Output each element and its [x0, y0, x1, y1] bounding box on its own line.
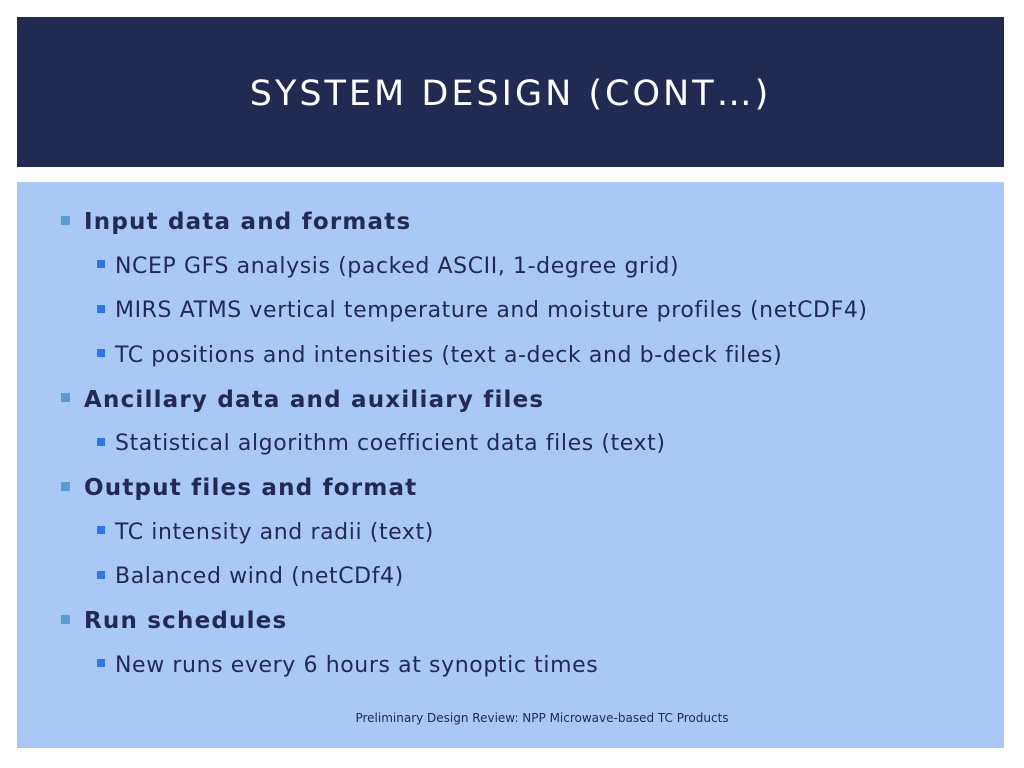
sub-bullet-item: MIRS ATMS vertical temperature and moist… — [17, 289, 1004, 334]
sub-bullet-item: Statistical algorithm coefficient data f… — [17, 422, 1004, 467]
title-bar: System Design (cont…) — [17, 17, 1004, 167]
square-bullet-icon — [97, 304, 105, 313]
sub-bullet-text: TC intensity and radii (text) — [115, 519, 434, 545]
section-output-files: Output files and format TC intensity and… — [17, 466, 1004, 599]
square-bullet-icon — [97, 526, 105, 535]
sub-bullet-text: Statistical algorithm coefficient data f… — [115, 431, 666, 457]
slide-title: System Design (cont…) — [249, 74, 772, 114]
square-bullet-icon — [97, 349, 105, 358]
content-box: Input data and formats NCEP GFS analysis… — [17, 182, 1004, 748]
square-bullet-icon — [97, 437, 105, 446]
section-run-schedules: Run schedules New runs every 6 hours at … — [17, 599, 1004, 688]
sub-bullet-item: TC positions and intensities (text a-dec… — [17, 333, 1004, 378]
bullet-list: Input data and formats NCEP GFS analysis… — [17, 200, 1004, 688]
sub-bullet-text: NCEP GFS analysis (packed ASCII, 1-degre… — [115, 253, 680, 279]
sub-bullet-item: New runs every 6 hours at synoptic times — [17, 643, 1004, 688]
square-bullet-icon — [97, 570, 105, 579]
square-bullet-icon — [97, 659, 105, 668]
section-heading: Output files and format — [84, 475, 418, 501]
section-ancillary-data: Ancillary data and auxiliary files Stati… — [17, 378, 1004, 467]
square-bullet-icon — [61, 481, 70, 491]
bullet-item: Output files and format — [17, 466, 1004, 510]
square-bullet-icon — [61, 393, 70, 402]
bullet-item: Ancillary data and auxiliary files — [17, 378, 1004, 422]
section-heading: Input data and formats — [84, 209, 412, 235]
sub-bullet-text: Balanced wind (netCDf4) — [115, 564, 404, 590]
sub-bullet-item: NCEP GFS analysis (packed ASCII, 1-degre… — [17, 244, 1004, 289]
bullet-item: Run schedules — [17, 599, 1004, 643]
square-bullet-icon — [97, 260, 105, 269]
section-heading: Run schedules — [84, 608, 288, 634]
slide-footer: Preliminary Design Review: NPP Microwave… — [355, 711, 729, 725]
sub-bullet-text: New runs every 6 hours at synoptic times — [115, 652, 599, 678]
section-input-data: Input data and formats NCEP GFS analysis… — [17, 200, 1004, 378]
bullet-item: Input data and formats — [17, 200, 1004, 244]
sub-bullet-item: TC intensity and radii (text) — [17, 510, 1004, 555]
square-bullet-icon — [61, 614, 70, 624]
square-bullet-icon — [61, 215, 70, 225]
sub-bullet-text: MIRS ATMS vertical temperature and moist… — [115, 298, 868, 324]
sub-bullet-item: Balanced wind (netCDf4) — [17, 555, 1004, 600]
sub-bullet-text: TC positions and intensities (text a-dec… — [115, 342, 783, 368]
section-heading: Ancillary data and auxiliary files — [84, 386, 545, 413]
